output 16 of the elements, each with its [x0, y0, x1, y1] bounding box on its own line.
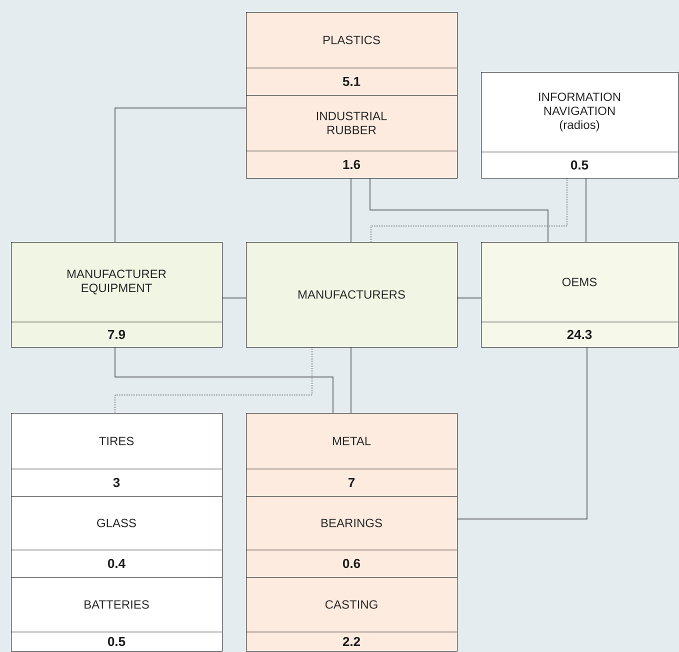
category-box: BATTERIES 0.5	[10, 577, 223, 652]
category-box: INDUSTRIAL RUBBER 1.6	[246, 95, 458, 179]
category-box: OEMS 24.3	[480, 242, 679, 348]
category-box: PLASTICS 5.1	[246, 12, 458, 96]
category-box: GLASS 0.4	[10, 496, 223, 578]
category-box: INFORMATION NAVIGATION (radios) 0.5	[480, 72, 679, 179]
category-box: CASTING 2.2	[246, 577, 458, 652]
connector-line	[350, 178, 352, 242]
category-box: MANUFACTURERS	[246, 242, 458, 348]
category-box: BEARINGS 0.6	[246, 496, 458, 578]
category-box: MANUFACTURER EQUIPMENT 7.9	[10, 242, 223, 348]
connector-line	[457, 347, 588, 520]
connector-line	[350, 347, 352, 414]
connector-line	[114, 108, 246, 242]
category-box: METAL 7	[246, 413, 458, 497]
category-box: TIRES 3	[10, 413, 223, 497]
